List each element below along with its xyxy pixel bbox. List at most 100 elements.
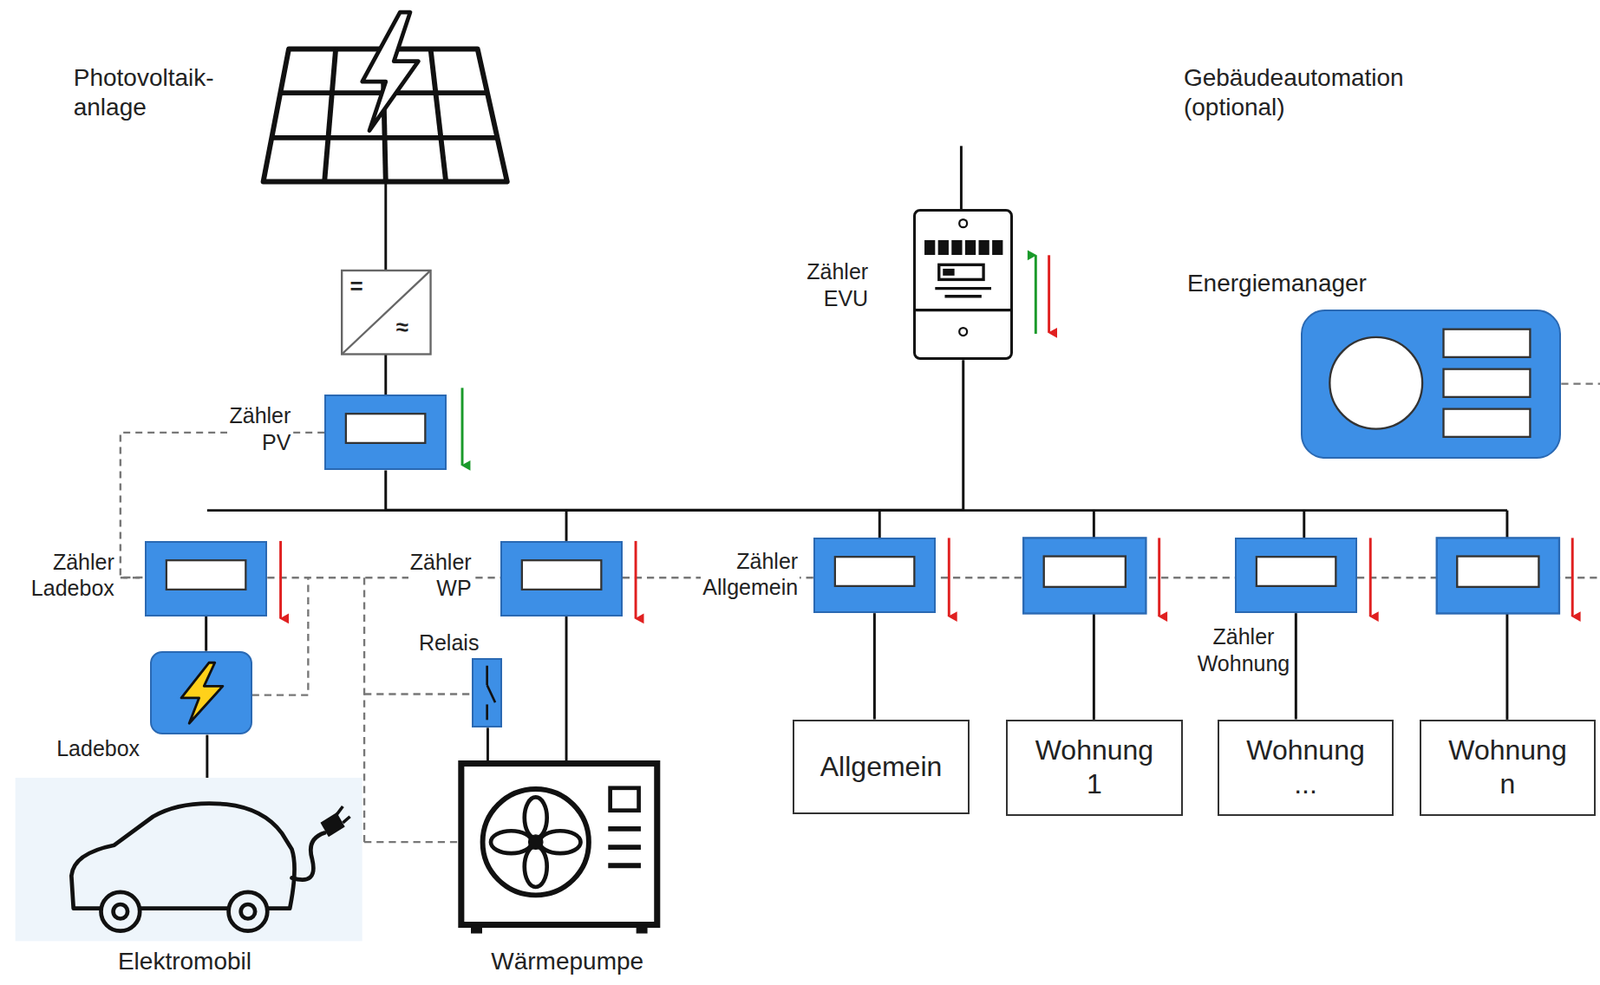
meter-box: Zähler PV (324, 394, 447, 471)
drawing-line (342, 816, 350, 823)
drawing-circle (228, 892, 268, 932)
drawing-line (341, 270, 431, 355)
drawing-line (384, 353, 387, 395)
drawing-line (431, 49, 447, 183)
drawing-g (924, 240, 1003, 255)
drawing-line (364, 841, 462, 843)
drawing-path (320, 812, 345, 837)
drawing-path (71, 803, 294, 909)
drawing-line (324, 49, 336, 183)
consumer-box: Wohnung 1 (1005, 719, 1183, 817)
drawing-rect (1456, 556, 1539, 588)
drawing-circle (113, 904, 128, 919)
inverter-symbol (341, 270, 431, 355)
drawing-line (1571, 537, 1574, 617)
meter-symbol (326, 396, 445, 469)
node-label: Zähler EVU (804, 258, 870, 312)
box-label: Wohnung 1 (1035, 733, 1154, 802)
drawing-line (279, 541, 282, 619)
drawing-g (490, 796, 582, 888)
drawing-path (292, 833, 326, 881)
drawing-line (915, 308, 1011, 312)
drawing-rect (1436, 537, 1560, 614)
drawing-line (607, 826, 641, 832)
flow-arrows (280, 254, 1574, 619)
drawing-rect (166, 560, 246, 590)
drawing-rect (1443, 408, 1531, 437)
power-line (873, 613, 876, 719)
drawing-line (1369, 537, 1372, 617)
drawing-rect (610, 788, 640, 811)
meter-box: Zähler Allgemein (813, 537, 936, 614)
drawing-line (485, 666, 489, 686)
drawing-rect (942, 268, 954, 276)
node-label: Ladebox (54, 735, 142, 763)
caption-label: Photovoltaik- anlage (73, 63, 215, 123)
drawing-line (363, 577, 366, 843)
drawing-line (140, 906, 229, 911)
drawing-line (1092, 613, 1096, 719)
drawing-circle (100, 892, 140, 932)
drawing-line (565, 510, 569, 542)
drawing-rect (1256, 556, 1336, 587)
solar-panel (263, 12, 508, 182)
drawing-rect (835, 556, 915, 587)
drawing-rect (1443, 368, 1531, 397)
drawing-line (1034, 254, 1038, 334)
drawing-line (1157, 537, 1161, 617)
consumer-box: Wohnung ... (1217, 719, 1395, 817)
ladebox-box: Ladebox (150, 651, 253, 735)
node-label: Relais (417, 629, 481, 657)
drawing-line (486, 727, 490, 764)
power-line (204, 616, 208, 652)
relais-symbol (473, 659, 501, 726)
drawing-circle (483, 789, 589, 895)
box-label: Wohnung ... (1246, 733, 1365, 802)
drawing-line (364, 692, 472, 695)
box-label: Allgemein (820, 750, 943, 784)
drawing-rect (1044, 556, 1126, 588)
power-line (1294, 613, 1298, 719)
drawing-line (1092, 510, 1096, 539)
drawing-rect (341, 270, 431, 355)
drawing-line (461, 387, 464, 465)
drawing-ellipse (524, 796, 548, 838)
meter-symbol (1236, 539, 1356, 612)
electric-car (15, 777, 363, 941)
drawing-rect (938, 240, 949, 255)
drawing-ellipse (524, 846, 548, 888)
caption-label: Gebäudeautomation (optional) (1183, 63, 1405, 123)
drawing-rect (346, 414, 425, 445)
inverter-symbol-text: ≈ (396, 313, 409, 342)
relais-box: Relais (471, 658, 503, 728)
drawing-line (878, 510, 882, 539)
wires (207, 145, 1508, 778)
ladebox-symbol (151, 653, 251, 733)
drawing-line (1302, 510, 1306, 539)
drawing-line (960, 145, 963, 209)
node-label: Zähler Ladebox (29, 548, 117, 602)
meter-box: Zähler WP (500, 541, 623, 617)
drawing-rect (924, 240, 935, 255)
consumer-box: Allgemein (792, 719, 970, 815)
drawing-line (945, 294, 982, 298)
drawing-circle (528, 835, 543, 849)
meter-symbol (502, 542, 621, 615)
consumer-box: Wohnung n (1419, 719, 1597, 817)
power-line (385, 359, 964, 510)
evu-symbol (915, 211, 1011, 358)
drawing-rect (15, 777, 363, 941)
box-label: Wohnung n (1448, 733, 1567, 802)
drawing-rect (461, 764, 658, 926)
drawing-line (607, 844, 641, 850)
drawing-line (336, 806, 343, 815)
inverter-symbol-text: = (350, 273, 364, 301)
meter-box: Zähler Wohnung (1234, 537, 1358, 614)
drawing-line (947, 537, 951, 617)
caption-label: Wärmepumpe (490, 946, 644, 977)
drawing-line (1505, 510, 1509, 539)
drawing-line (1505, 613, 1509, 719)
drawing-line (634, 541, 638, 619)
